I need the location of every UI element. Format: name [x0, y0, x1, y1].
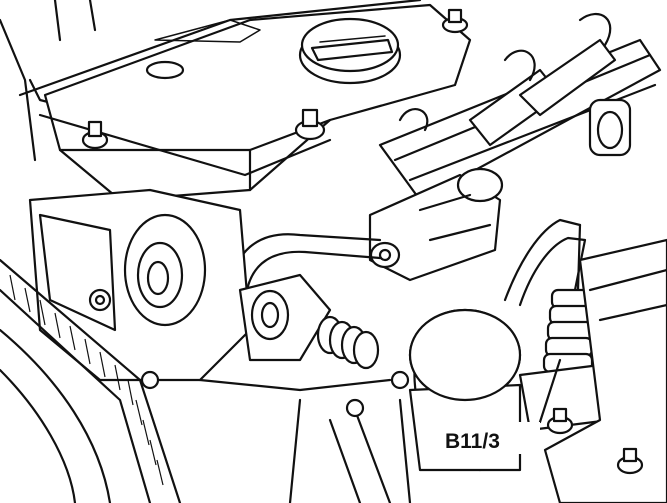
camshaft-sensor-area — [140, 273, 392, 392]
timing-cover — [28, 188, 252, 382]
right-bracket — [543, 238, 667, 503]
lower-pipes — [288, 370, 412, 503]
fuel-rail — [378, 13, 662, 202]
callout-leader-line — [538, 358, 562, 424]
valve-cover-recess — [145, 60, 185, 80]
cover-bolts — [81, 8, 469, 150]
callout-label-b11-3: B11/3 — [445, 430, 500, 453]
callout-b11-3: B11/3 — [440, 358, 562, 454]
oil-filler-cap — [298, 17, 402, 85]
fuel-pressure-regulator — [368, 167, 504, 282]
drive-belt — [0, 258, 182, 503]
